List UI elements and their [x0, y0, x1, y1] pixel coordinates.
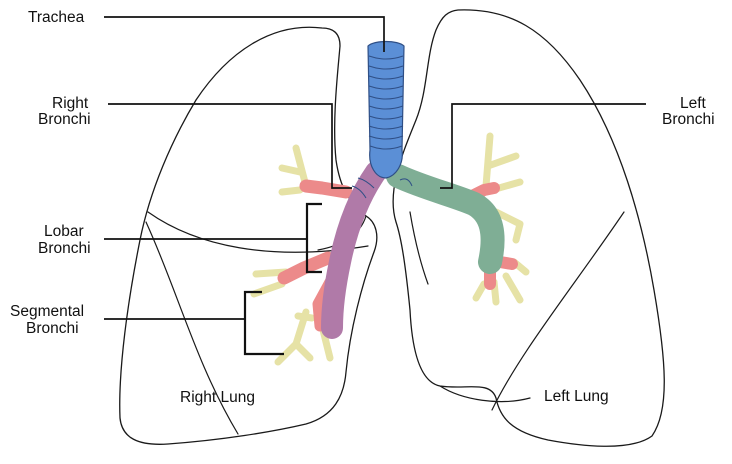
- segmental-bronchi-label-line2: Bronchi: [26, 320, 79, 337]
- left-bronchi-label-line2: Bronchi: [662, 111, 715, 128]
- lobar-bronchi-label-line2: Bronchi: [38, 240, 91, 257]
- trachea-leader: [104, 17, 384, 52]
- left-lung-label: Left Lung: [544, 388, 609, 405]
- left-lung-outline: [393, 10, 664, 446]
- right-bronchi-label-line2: Bronchi: [38, 111, 91, 128]
- right-bronchi-label-line1: Right: [52, 95, 89, 112]
- trachea-body: [368, 42, 404, 179]
- left-bronchi-label-line1: Left: [680, 95, 707, 112]
- segmental-bronchi-label-line1: Segmental: [10, 303, 84, 320]
- right-lung-label: Right Lung: [180, 389, 255, 406]
- lobar-bronchi-label-line1: Lobar: [44, 223, 84, 240]
- lobar-bronchus: [306, 186, 346, 192]
- left-lung: [393, 10, 664, 446]
- segmental-bronchus: [298, 316, 312, 318]
- segmental-bronchus: [282, 190, 300, 192]
- segmental-bronchus: [486, 136, 490, 186]
- segmental-bronchus: [282, 168, 300, 172]
- trachea-label: Trachea: [28, 9, 85, 26]
